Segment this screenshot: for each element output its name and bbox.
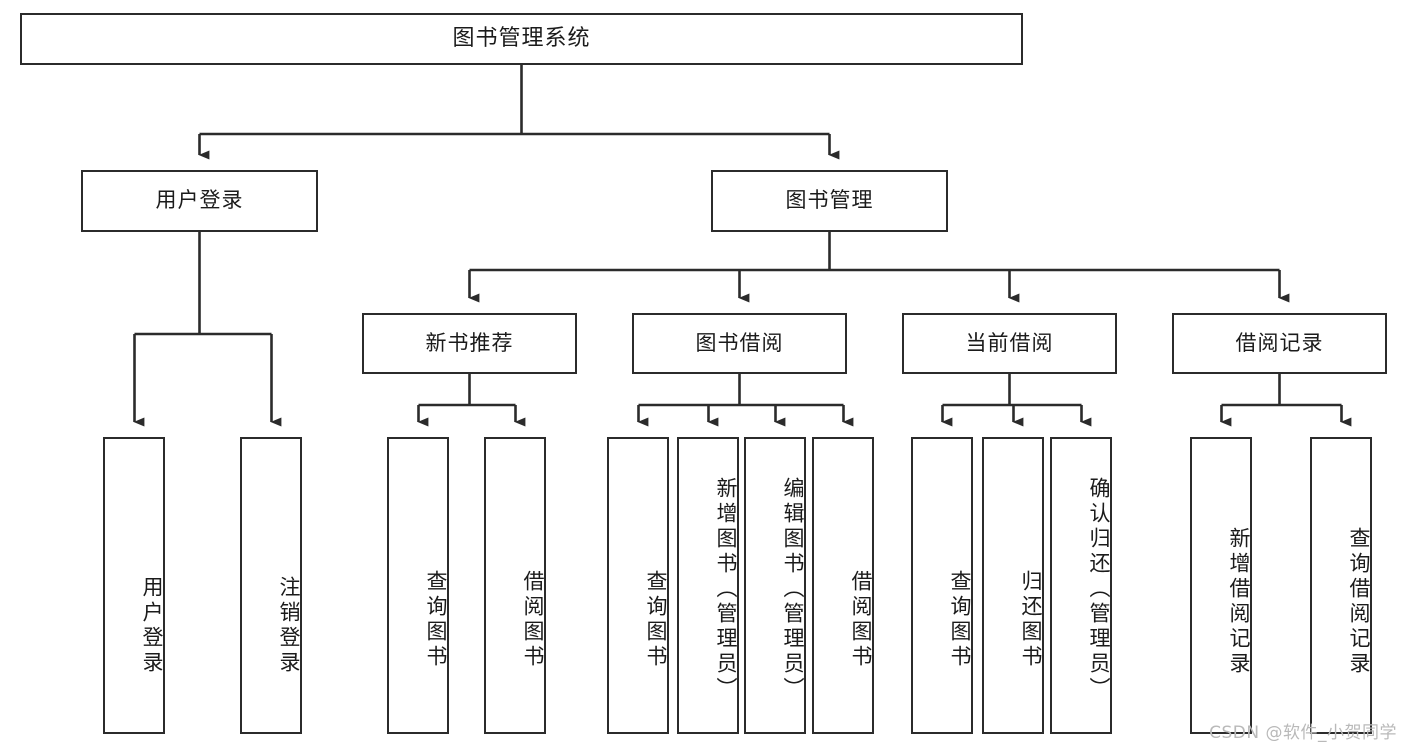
node-leaf-return-book[interactable]: 归还图书 [982,437,1044,734]
node-leaf-query-book-2[interactable]: 查询图书 [607,437,669,734]
node-current-borrow[interactable]: 当前借阅 [902,313,1117,374]
node-leaf-query-book-3[interactable]: 查询图书 [911,437,973,734]
node-leaf-borrow-book-2[interactable]: 借阅图书 [812,437,874,734]
node-book-borrow[interactable]: 图书借阅 [632,313,847,374]
node-leaf-add-book[interactable]: 新增图书（管理员） [677,437,739,734]
node-book-manage[interactable]: 图书管理 [711,170,948,232]
node-leaf-confirm-return[interactable]: 确认归还（管理员） [1050,437,1112,734]
node-new-book-rec[interactable]: 新书推荐 [362,313,577,374]
watermark-text: CSDN @软件_小贺同学 [1209,723,1397,743]
node-leaf-query-book-1[interactable]: 查询图书 [387,437,449,734]
node-leaf-query-record[interactable]: 查询借阅记录 [1310,437,1372,734]
node-leaf-user-login[interactable]: 用户登录 [103,437,165,734]
node-leaf-add-record[interactable]: 新增借阅记录 [1190,437,1252,734]
node-leaf-user-logout[interactable]: 注销登录 [240,437,302,734]
node-user-login[interactable]: 用户登录 [81,170,318,232]
node-borrow-record[interactable]: 借阅记录 [1172,313,1387,374]
node-leaf-edit-book[interactable]: 编辑图书（管理员） [744,437,806,734]
node-leaf-borrow-book-1[interactable]: 借阅图书 [484,437,546,734]
node-root[interactable]: 图书管理系统 [20,13,1023,65]
